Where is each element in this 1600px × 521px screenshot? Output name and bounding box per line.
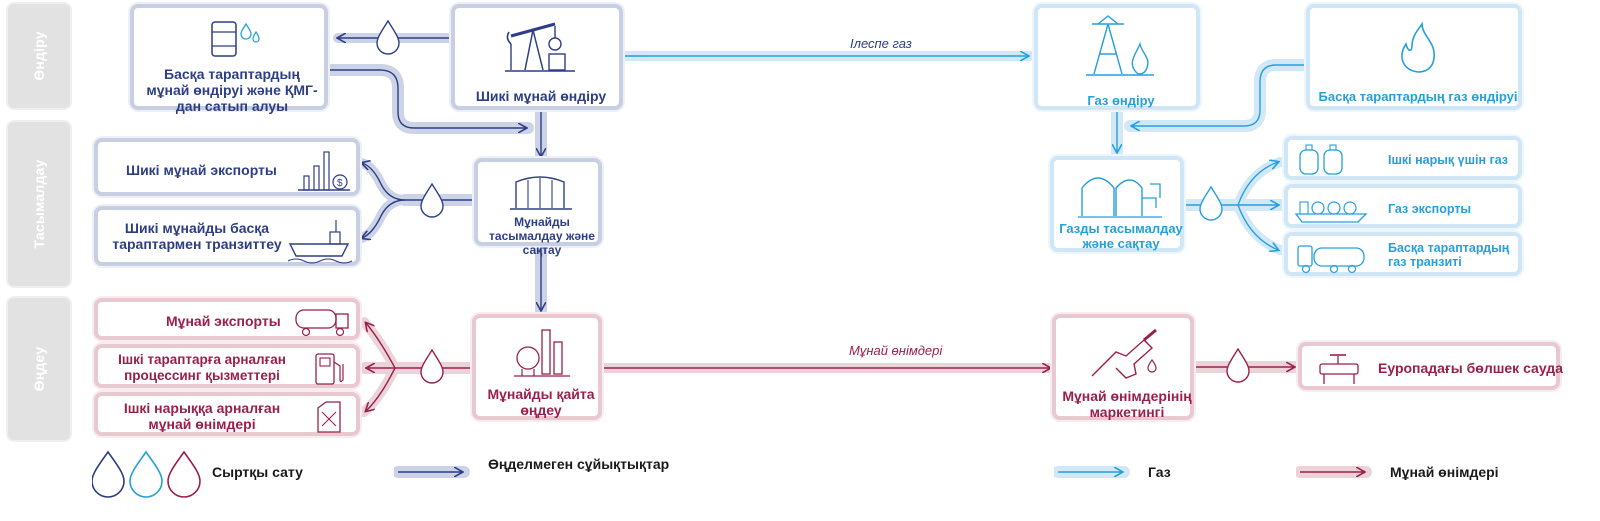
- node-crude-export: Шикі мұнай экспорты $: [94, 138, 360, 196]
- label-third-party-gas: Басқа тараптардың газ өндіруі: [1318, 89, 1518, 104]
- label-crude-production: Шикі мұнай өндіру: [475, 88, 607, 104]
- drop-icon: [420, 182, 444, 218]
- arrow-refining-fork: [359, 317, 478, 417]
- label-gas-transit: Басқа тараптардың газ транзиті: [1388, 241, 1510, 270]
- legend-external-sales: Сыртқы сату: [212, 464, 303, 480]
- label-oil-export: Мұнай экспорты: [166, 313, 281, 329]
- label-products-flow: Мұнай өнімдері: [849, 343, 943, 358]
- tanker-ship-icon: [287, 220, 353, 264]
- drop-icon: [376, 19, 400, 55]
- arrow-thirdparty-gas: [1124, 59, 1311, 132]
- label-associated-gas: Ілеспе газ: [850, 36, 912, 51]
- node-oil-export: Мұнай экспорты: [94, 298, 360, 340]
- stage-refining: Өңдеу: [8, 298, 70, 440]
- gas-cylinder-icon: [1299, 144, 1343, 175]
- label-crude-export: Шикі мұнай экспорты: [126, 162, 277, 178]
- faucet-icon: [1319, 354, 1359, 384]
- legend-raw-liquids-arrow: [394, 466, 470, 478]
- label-refining: Мұнайды қайта өңдеу: [487, 386, 595, 419]
- node-crude-transit: Шикі мұнайды басқа тараптармен транзитте…: [94, 206, 360, 266]
- drop-icon: [1199, 185, 1223, 221]
- node-gas-production: Газ өндіру: [1034, 4, 1200, 110]
- lng-ship-icon: [1294, 201, 1368, 223]
- label-third-party-oil: Басқа тараптардың мұнай өндіруі және ҚМГ…: [146, 66, 318, 115]
- node-marketing: Мұнай өнімдерінің маркетингі: [1052, 314, 1194, 420]
- node-oil-transport: Мұнайды тасымалдау және сақтау: [474, 158, 602, 257]
- legend-gas-arrow: [1054, 466, 1130, 478]
- legend-oil-products-arrow: [1296, 466, 1372, 478]
- refinery-icon: [514, 329, 570, 377]
- legend-gas: Газ: [1148, 464, 1171, 480]
- label-gas-production: Газ өндіру: [1087, 93, 1155, 108]
- drop-icon: [1226, 347, 1250, 383]
- gas-storage-icon: [1078, 177, 1162, 218]
- stage-transport: Тасымалдау: [8, 122, 70, 286]
- node-processing-services: Ішкі тараптарға арналған процессинг қызм…: [94, 344, 360, 388]
- pump-jack-icon: [505, 22, 575, 72]
- node-gas-transport: Газды тасымалдау және сақтау: [1050, 156, 1184, 252]
- flame-icon: [1401, 21, 1435, 73]
- node-refining: Мұнайды қайта өңдеу: [472, 314, 602, 420]
- fuel-pump-icon: [315, 353, 344, 385]
- label-marketing: Мұнай өнімдерінің маркетингі: [1062, 388, 1192, 421]
- arrow-transport-fork: [357, 158, 481, 243]
- node-domestic-gas: Ішкі нарық үшін газ: [1284, 136, 1522, 180]
- label-gas-export: Газ экспорты: [1388, 202, 1472, 216]
- node-domestic-products: Ішкі нарыққа арналған мұнай өнімдері: [94, 392, 360, 436]
- node-crude-production: Шикі мұнай өндіру: [451, 4, 623, 110]
- node-retail: Еуропадағы бөлшек сауда: [1298, 342, 1563, 390]
- arrow-thirdparty-to-transport: [324, 64, 534, 134]
- drop-icon: [420, 348, 444, 384]
- label-gas-transport: Газды тасымалдау және сақтау: [1059, 221, 1183, 251]
- label-processing-services: Ішкі тараптарға арналған процессинг қызм…: [118, 352, 286, 383]
- legend-raw-liquids: Өңделмеген сұйықтықтар: [488, 456, 670, 472]
- label-domestic-products: Ішкі нарыққа арналған мұнай өнімдері: [123, 400, 281, 433]
- node-gas-transit: Басқа тараптардың газ транзиті: [1284, 232, 1522, 276]
- storage-tank-icon: [510, 176, 572, 210]
- svg-text:$: $: [337, 178, 343, 189]
- label-oil-transport: Мұнайды тасымалдау және сақтау: [489, 215, 595, 257]
- node-third-party-gas: Басқа тараптардың газ өндіруі: [1306, 4, 1522, 110]
- legend-oil-products: Мұнай өнімдері: [1390, 464, 1499, 480]
- jerrycan-icon: [317, 401, 341, 433]
- gas-truck-icon: [1297, 245, 1365, 274]
- legend-drops-icon: [92, 450, 201, 498]
- tank-truck-icon: [295, 309, 349, 337]
- export-chart-icon: $: [298, 151, 350, 191]
- node-gas-export: Газ экспорты: [1284, 184, 1522, 228]
- fuel-nozzle-icon: [1091, 328, 1157, 379]
- label-retail: Еуропадағы бөлшек сауда: [1378, 360, 1563, 376]
- arrow-gas-fork: [1179, 157, 1286, 255]
- node-third-party-oil: Басқа тараптардың мұнай өндіруі және ҚМГ…: [130, 4, 328, 114]
- oil-barrel-icon: [211, 21, 260, 57]
- stage-production: Өндіру: [8, 4, 70, 108]
- gas-rig-icon: [1086, 15, 1154, 76]
- label-crude-transit: Шикі мұнайды басқа тараптармен транзитте…: [112, 220, 282, 253]
- label-domestic-gas: Ішкі нарық үшін газ: [1388, 153, 1509, 167]
